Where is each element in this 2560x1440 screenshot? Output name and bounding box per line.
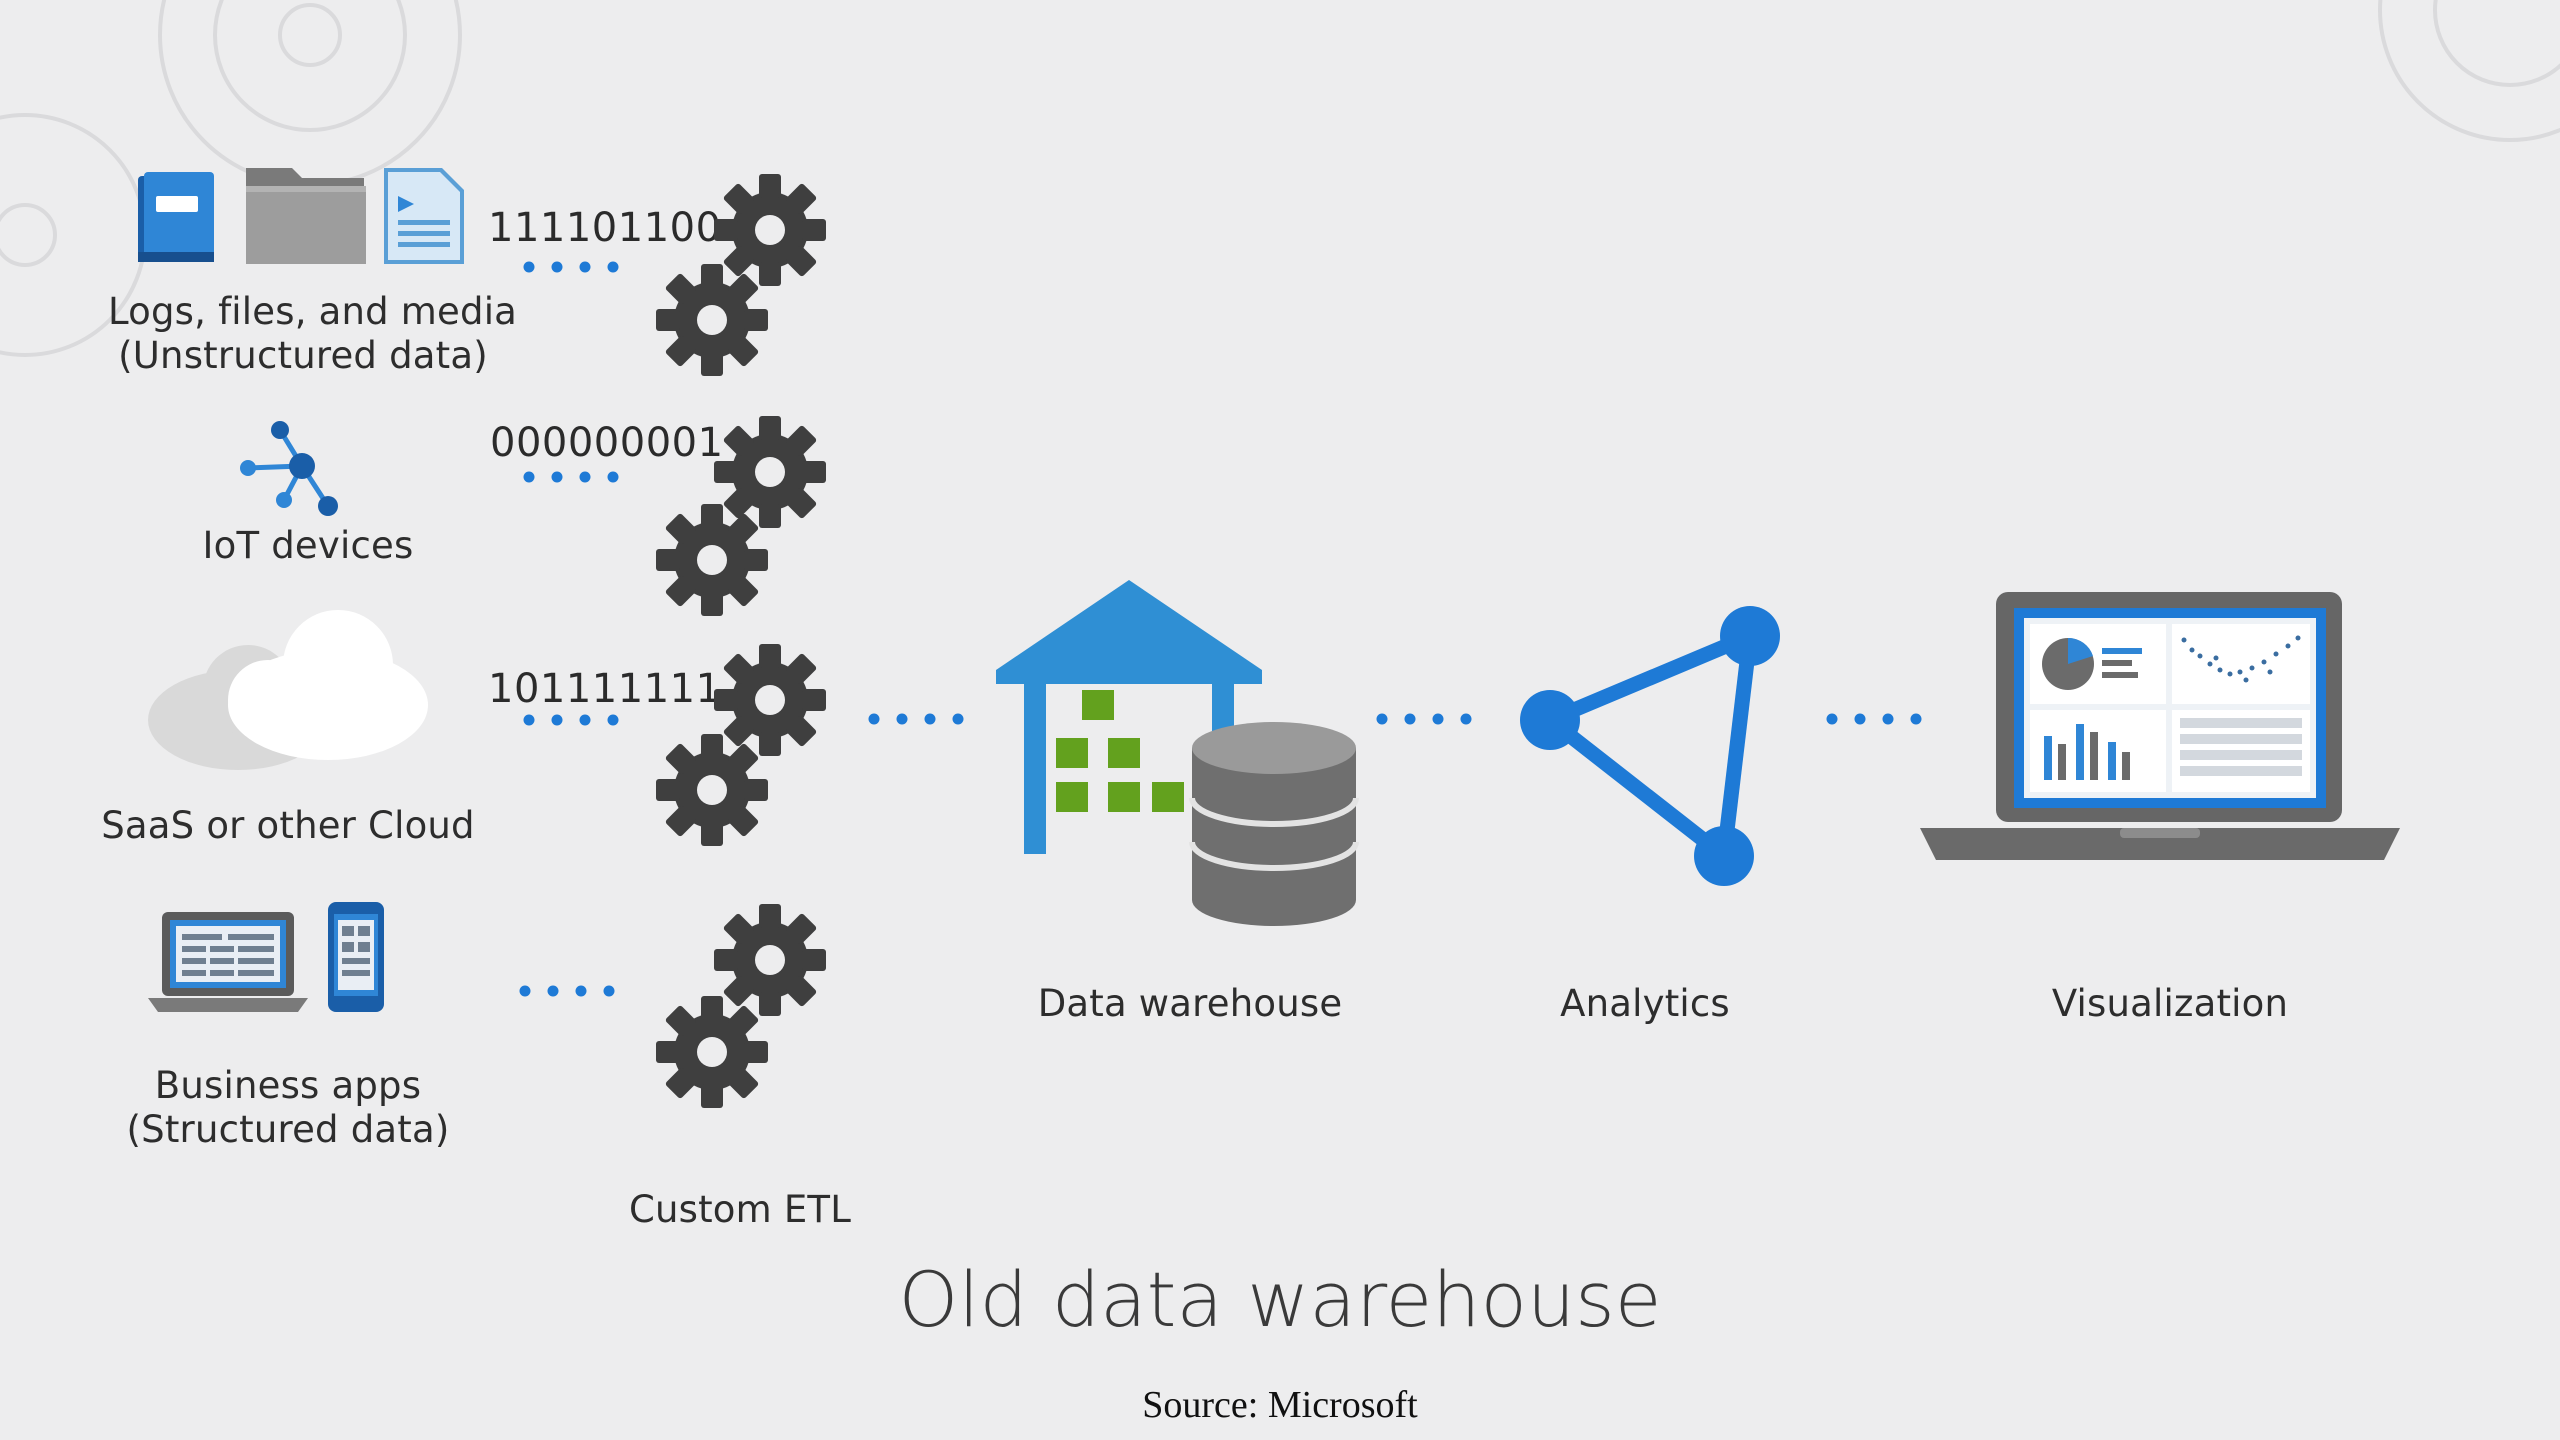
warehouse-icon (996, 580, 1359, 926)
iot-devices-label: IoT devices (202, 524, 414, 567)
laptop-icon (148, 912, 308, 1012)
gear-icon (656, 996, 768, 1108)
custom-etl-label: Custom ETL (628, 1188, 852, 1231)
laptop-dashboard-icon (1920, 592, 2400, 860)
visualization-label: Visualization (2051, 982, 2289, 1025)
binary-stream-2: 000000001 (490, 420, 724, 466)
gear-icon (656, 504, 768, 616)
etl-gears (656, 174, 826, 1108)
database-icon (1189, 722, 1359, 926)
business-label-line2: (Structured data) (126, 1108, 450, 1151)
data-dots-2 (523, 471, 619, 483)
data-warehouse-label: Data warehouse (1037, 982, 1343, 1025)
page-title: Old data warehouse (898, 1255, 1662, 1344)
gear-icon (714, 416, 826, 528)
unstructured-data-label: Logs, files, and media (Unstructured dat… (108, 290, 518, 378)
document-icon (384, 168, 464, 264)
iot-network-icon (240, 421, 338, 516)
connector-dots-analytics-visualization (1826, 713, 1922, 725)
binary-stream-1: 111101100 (488, 205, 722, 251)
data-dots-1 (523, 261, 619, 273)
book-icon (138, 172, 214, 262)
unstructured-label-line1: Logs, files, and media (108, 290, 518, 333)
connector-dots-warehouse-analytics (1376, 713, 1472, 725)
folder-icon (246, 168, 366, 264)
connector-dots-etl-warehouse (868, 713, 964, 725)
analytics-triangle-icon (1520, 606, 1780, 886)
analytics-label: Analytics (1560, 982, 1730, 1025)
business-apps-label: Business apps (Structured data) (98, 1064, 478, 1152)
source-credit: Source: Microsoft (1142, 1384, 1418, 1426)
business-label-line1: Business apps (154, 1064, 422, 1107)
binary-stream-3: 101111111 (488, 666, 722, 712)
gear-icon (714, 174, 826, 286)
data-dots-4 (519, 985, 615, 997)
gear-icon (656, 264, 768, 376)
gear-icon (656, 734, 768, 846)
cloud-icon (148, 610, 428, 770)
saas-cloud-label: SaaS or other Cloud (101, 804, 475, 847)
data-dots-3 (523, 714, 619, 726)
unstructured-label-line2: (Unstructured data) (118, 334, 488, 377)
gear-icon (714, 904, 826, 1016)
gear-icon (714, 644, 826, 756)
phone-icon (328, 902, 384, 1012)
